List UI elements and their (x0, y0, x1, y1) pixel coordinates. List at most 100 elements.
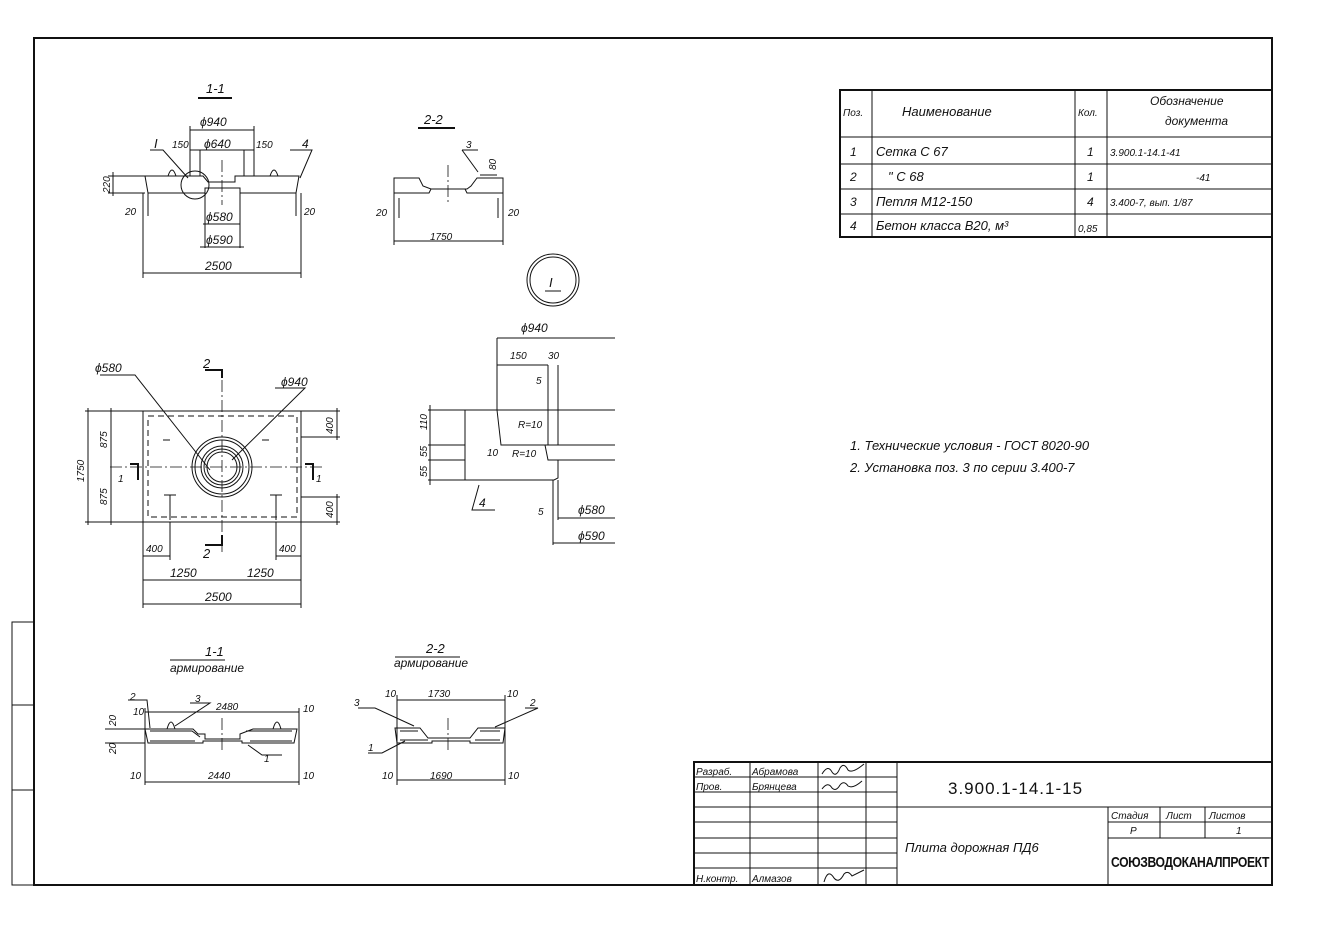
role-checker: Пров. (696, 782, 722, 793)
dim-label: 20 (507, 208, 520, 219)
sheet-label: Лист (1165, 811, 1192, 822)
dim-label: 1250 (247, 566, 274, 580)
section-title: 1-1 (205, 644, 224, 659)
dim-label: 150 (510, 351, 527, 362)
position-callout: 4 (479, 496, 486, 510)
dim-label: 10 (507, 689, 519, 700)
table-row: 1 Сетка С 67 1 3.900.1-14.1-41 (850, 144, 1181, 159)
table-row: 4 Бетон класса В20, м³ 0,85 (850, 218, 1098, 235)
detail-I: ϕ940 150 30 5 110 55 55 R=10 10 R=10 4 5… (419, 321, 615, 545)
dim-label: 220 (102, 176, 113, 194)
dim-label: 400 (279, 544, 296, 555)
signature (821, 780, 863, 790)
position-callout: 1 (368, 743, 374, 754)
plan-view: ϕ580 ϕ940 2 2 1750 875 875 1 1 400 400 4… (76, 356, 340, 608)
reinforcement-2-2: 2-2 армирование 10 1730 10 3 2 1 10 1690… (354, 641, 539, 785)
cell-doc: -41 (1196, 173, 1210, 184)
section-mark: 1 (316, 474, 322, 485)
dim-label: 400 (325, 501, 336, 518)
dim-label: 20 (303, 207, 316, 218)
position-callout: 3 (466, 140, 472, 151)
dim-label: 5 (536, 376, 542, 387)
dim-label: 1750 (430, 232, 453, 243)
section-1-1: 1-1 ϕ940 I 150 ϕ640 150 4 220 20 20 ϕ580… (102, 81, 316, 278)
dim-label: 2480 (215, 702, 239, 713)
dim-label: R=10 (518, 420, 543, 431)
dim-label: ϕ940 (521, 321, 548, 335)
dim-label: ϕ590 (578, 529, 605, 543)
section-title: 2-2 (425, 641, 446, 656)
dim-label: 20 (108, 742, 119, 755)
cell-qty: 1 (1087, 145, 1094, 159)
dim-label: 2500 (204, 259, 232, 273)
table-row: 2 " С 68 1 -41 (849, 169, 1210, 184)
dim-label: 20 (124, 207, 137, 218)
node-callout: I (154, 136, 158, 151)
dim-label: 20 (375, 208, 388, 219)
dim-label: ϕ580 (95, 361, 122, 375)
dim-label: 10 (508, 771, 520, 782)
dim-label: 1250 (170, 566, 197, 580)
dim-label: 10 (130, 771, 142, 782)
dim-label: 10 (385, 689, 397, 700)
cell-qty: 0,85 (1078, 224, 1098, 235)
dim-label: 110 (419, 414, 430, 430)
dim-label: 5 (538, 507, 544, 518)
notes: 1. Технические условия - ГОСТ 8020-90 2.… (849, 438, 1090, 475)
dim-label: R=10 (512, 449, 537, 460)
title-block: Разраб. Пров. Н.контр. Абрамова Брянцева… (693, 761, 1273, 886)
section-title: 2-2 (423, 112, 444, 127)
binding-strip (11, 621, 35, 886)
role-developer: Разраб. (696, 766, 732, 778)
dim-label: 1690 (430, 771, 453, 782)
drawing-code: 3.900.1-14.1-15 (948, 779, 1083, 798)
drawing-name: Плита дорожная ПД6 (905, 840, 1040, 855)
dim-label: 10 (303, 704, 315, 715)
cell-name: Сетка С 67 (876, 144, 949, 159)
cell-qty: 1 (1087, 170, 1094, 184)
section-title: 1-1 (206, 81, 225, 96)
cell-pos: 4 (850, 219, 857, 233)
name-developer: Абрамова (751, 766, 799, 778)
sheets-label: Листов (1208, 811, 1245, 822)
note-item: 2. Установка поз. 3 по серии 3.400-7 (849, 460, 1075, 475)
cell-pos: 1 (850, 145, 857, 159)
stage-value: Р (1130, 826, 1137, 837)
dim-label: ϕ940 (281, 375, 308, 389)
dim-label: 875 (99, 488, 110, 505)
dim-label: 10 (382, 771, 394, 782)
cell-doc: 3.400-7, вып. 1/87 (1110, 198, 1193, 209)
dim-label: 80 (488, 158, 499, 170)
dim-label: ϕ590 (206, 233, 233, 247)
cell-qty: 4 (1087, 195, 1094, 209)
dim-label: 10 (303, 771, 315, 782)
position-callout: 2 (529, 698, 536, 709)
section-mark: 2 (202, 546, 211, 561)
dim-label: 20 (108, 714, 119, 727)
position-callout: 3 (354, 698, 360, 709)
dim-label: 150 (172, 140, 189, 151)
cell-pos: 2 (849, 170, 857, 184)
dim-label: ϕ940 (200, 115, 227, 129)
dim-label: 150 (256, 140, 273, 151)
dim-label: ϕ580 (578, 503, 605, 517)
header-pos: Поз. (843, 108, 863, 119)
position-callout: 3 (195, 694, 201, 705)
role-norm-control: Н.контр. (696, 874, 738, 885)
dim-label: ϕ580 (206, 210, 233, 224)
name-norm-control: Алмазов (751, 874, 792, 885)
cell-name: " С 68 (888, 169, 924, 184)
reinforcement-1-1: 1-1 армирование 2 3 2480 10 10 20 20 1 1… (105, 644, 315, 785)
cell-doc: 3.900.1-14.1-41 (1110, 148, 1181, 159)
dim-label: 55 (419, 445, 430, 457)
table-row: 3 Петля М12-150 4 3.400-7, вып. 1/87 (850, 194, 1193, 209)
position-callout: 4 (302, 137, 309, 151)
dim-label: 30 (548, 351, 560, 362)
specification-table: Поз. Наименование Кол. Обозначение докум… (839, 89, 1273, 238)
section-2-2: 2-2 3 80 20 20 1750 (375, 112, 520, 245)
header-doc: документа (1165, 114, 1228, 128)
header-qty: Кол. (1078, 108, 1098, 119)
section-mark: 1 (118, 474, 124, 485)
dim-label: 400 (325, 417, 336, 434)
